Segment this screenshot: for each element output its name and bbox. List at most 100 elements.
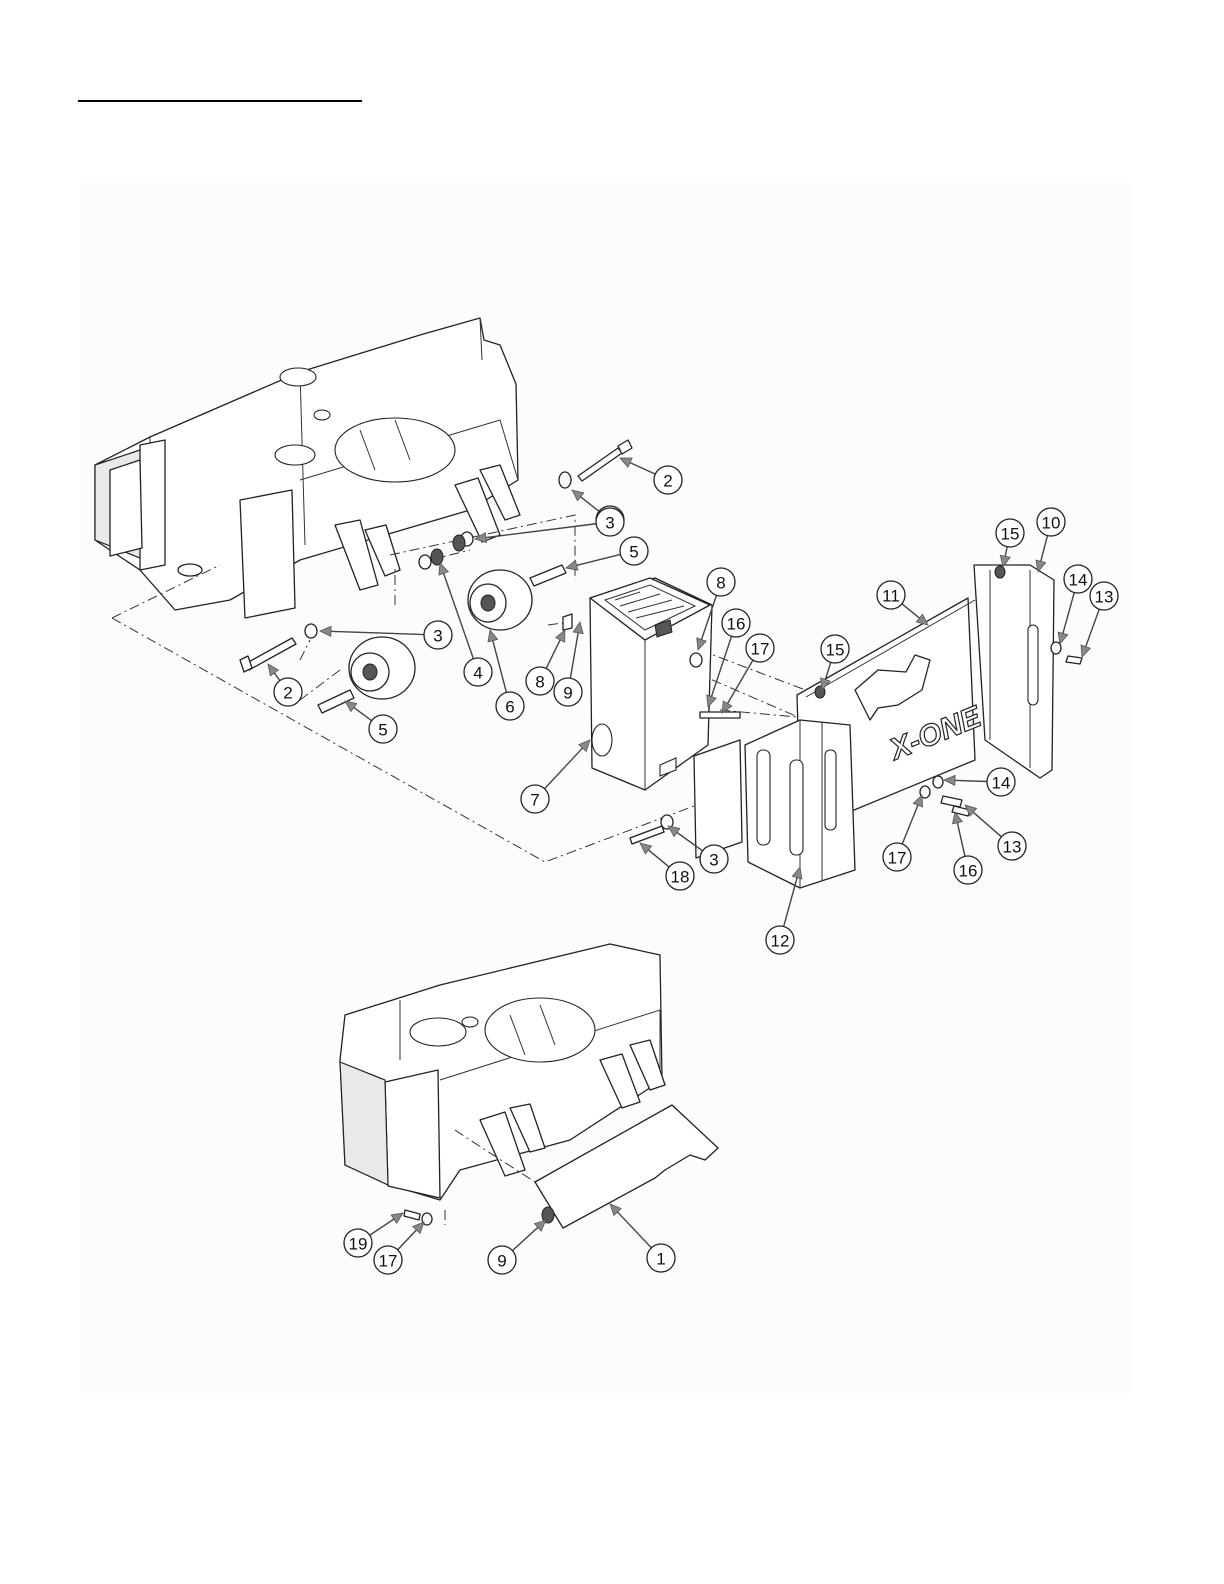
callout-arrowhead	[1081, 645, 1090, 657]
callout-leader	[972, 811, 1002, 837]
callout-c14a: 14	[1058, 565, 1092, 644]
callout-leader	[1062, 592, 1074, 635]
bushing-4a	[431, 549, 443, 565]
pin-8a	[563, 614, 572, 630]
callout-number: 17	[751, 640, 770, 659]
callout-c7: 7	[521, 740, 590, 813]
callout-leader	[545, 747, 584, 789]
callout-number: 3	[433, 627, 442, 646]
callout-arrowhead	[391, 1213, 403, 1223]
callout-leader	[1085, 609, 1099, 648]
callout-arrowhead	[640, 843, 652, 854]
callout-arrowhead	[707, 695, 716, 707]
roller-6b	[349, 637, 415, 699]
callout-c5a: 5	[566, 537, 648, 570]
callout-c14b: 14	[944, 768, 1015, 796]
callout-c2b: 2	[268, 664, 302, 706]
callout-number: 17	[888, 849, 907, 868]
callout-number: 4	[473, 664, 482, 683]
callout-c9b: 9	[488, 1220, 546, 1274]
callout-number: 12	[771, 932, 790, 951]
callout-leader	[546, 638, 561, 668]
callout-arrowhead	[488, 630, 498, 642]
callout-leader	[902, 803, 918, 844]
callout-leader	[329, 631, 424, 634]
callout-number: 16	[959, 862, 978, 881]
callout-c6: 6	[488, 630, 524, 720]
callout-c2a: 2	[620, 458, 682, 494]
callout-arrowhead	[620, 458, 632, 467]
callout-number: 18	[671, 868, 690, 887]
callout-number: 13	[1095, 588, 1114, 607]
washer-3d	[305, 624, 317, 638]
callout-c1: 1	[610, 1204, 675, 1272]
bolt-19	[404, 1210, 420, 1220]
callout-number: 11	[882, 587, 900, 606]
callout-leader	[570, 631, 578, 678]
callout-number: 17	[379, 1252, 398, 1271]
bushing-4b	[453, 535, 465, 551]
callout-number: 8	[716, 574, 725, 593]
callout-leader	[727, 660, 753, 705]
washer-3c	[419, 555, 431, 569]
callout-number: 3	[709, 851, 718, 870]
callout-leader	[370, 1218, 396, 1235]
callout-number: 1	[656, 1250, 665, 1269]
washer-8b	[690, 653, 702, 667]
callout-arrowhead	[722, 701, 732, 713]
callout-c11: 11	[877, 581, 928, 625]
callout-number: 9	[497, 1252, 506, 1271]
callout-arrowhead	[320, 626, 331, 636]
callout-arrowhead	[668, 826, 680, 836]
callout-number: 14	[1069, 571, 1088, 590]
callout-c16a: 16	[707, 609, 750, 707]
callout-arrowhead	[573, 622, 583, 634]
callout-c13a: 13	[1081, 582, 1118, 657]
callout-c18: 18	[640, 843, 694, 890]
bolt-2-lower	[240, 638, 296, 672]
callout-c16b: 16	[953, 812, 982, 884]
bolt-16a	[700, 712, 740, 718]
callout-number: 5	[629, 543, 638, 562]
bolt-18	[630, 826, 664, 844]
callout-c9a: 9	[554, 622, 583, 706]
mount-plate	[694, 740, 742, 858]
callout-arrowhead	[1036, 560, 1046, 572]
upper-frame	[95, 318, 520, 618]
callout-leader	[628, 462, 655, 474]
washer-3a	[559, 472, 571, 488]
callout-leader	[711, 636, 732, 698]
callout-arrowhead	[916, 614, 928, 625]
callout-leader	[398, 1229, 418, 1250]
nut-15a	[995, 566, 1005, 578]
callout-leader	[953, 780, 987, 781]
callout-arrowhead	[1058, 632, 1068, 644]
callout-c10: 10	[1036, 508, 1065, 572]
callout-arrowhead	[439, 563, 448, 575]
callout-number: 8	[535, 673, 544, 692]
slot-10	[1028, 625, 1038, 705]
callout-number: 15	[1001, 525, 1020, 544]
callout-number: 16	[727, 615, 746, 634]
callout-number: 2	[283, 684, 292, 703]
callout-arrowhead	[566, 560, 578, 570]
callout-leader	[352, 706, 371, 720]
callout-number: 3	[605, 514, 614, 533]
roller-6a	[468, 570, 532, 630]
bolt-13a	[1066, 656, 1082, 664]
callout-leader	[579, 496, 599, 512]
callout-number: 5	[378, 721, 387, 740]
callout-c3b: 3	[475, 508, 624, 543]
callout-number: 14	[992, 774, 1011, 793]
callout-arrowhead	[944, 775, 955, 785]
callout-c17a: 17	[722, 634, 774, 713]
callout-leader	[512, 1226, 539, 1251]
spacer-5a	[530, 565, 566, 586]
callout-number: 6	[505, 698, 514, 717]
callout-leader	[492, 639, 506, 693]
callout-arrowhead	[913, 795, 922, 807]
callout-c17c: 17	[374, 1222, 424, 1274]
callout-leader	[575, 554, 621, 565]
side-guard-10	[974, 565, 1054, 778]
